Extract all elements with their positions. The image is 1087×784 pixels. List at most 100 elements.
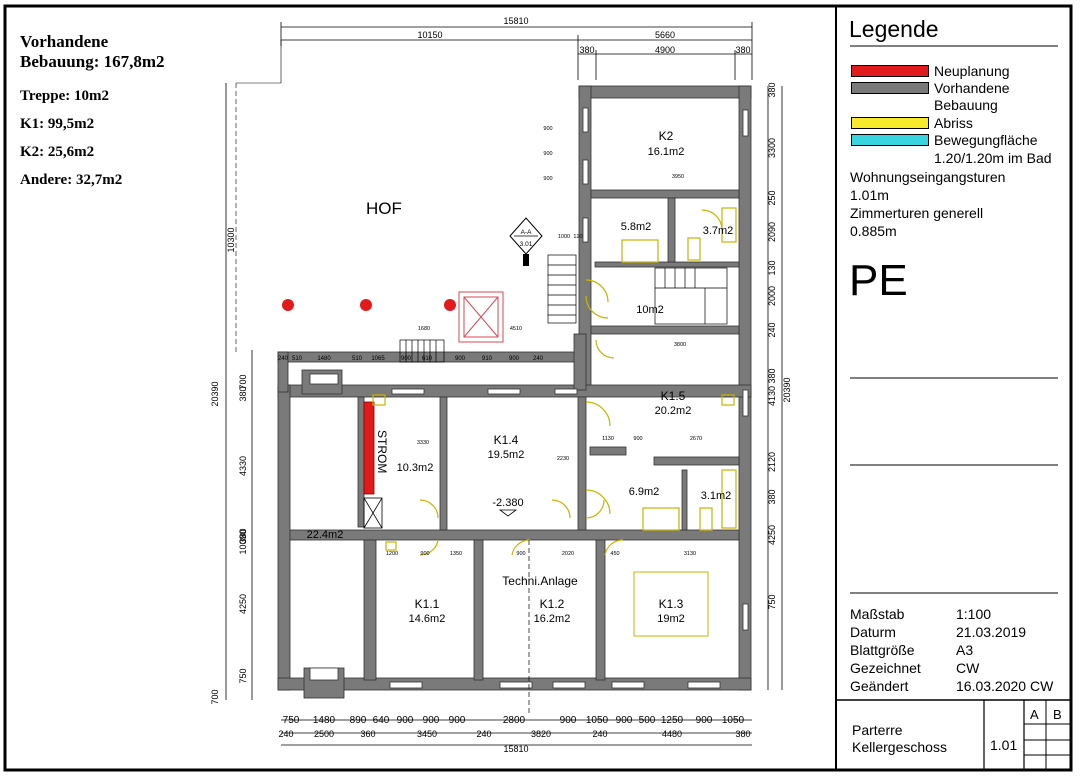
dim-left-b: 380 — [238, 528, 248, 543]
dim-misc: 1200 — [386, 551, 398, 557]
dim-courtyard: 240 — [533, 356, 544, 362]
room-treppe-area: 10m2 — [636, 304, 664, 316]
dim-top-left: 10150 — [417, 30, 442, 40]
level-label: -2.380 — [492, 497, 523, 509]
room-31-area: 3.1m2 — [701, 490, 732, 502]
room-k11-name: K1.1 — [415, 597, 440, 611]
summary-line: Andere: 32,7m2 — [20, 172, 123, 188]
dim-misc: 1350 — [450, 551, 462, 557]
existing-building-summary: Vorhandene Bebauung: 167,8m2 Treppe: 10m… — [20, 32, 220, 189]
dim-courtyard: 1065 — [371, 356, 385, 362]
dim-courtyard: 910 — [482, 356, 493, 362]
dim-bottom-1: 900 — [560, 715, 577, 726]
dim-bottom-2: 240 — [278, 729, 293, 739]
dim-right: 2000 — [767, 286, 777, 306]
dim-right: 20390 — [782, 377, 792, 402]
dim-misc: 900 — [543, 176, 552, 182]
dim-bottom-overall: 15810 — [503, 744, 528, 754]
dim-bottom-1: 1250 — [661, 715, 684, 726]
summary-title-1: Vorhandene — [20, 32, 109, 51]
dim-misc: 450 — [610, 551, 619, 557]
room-k12-area: 16.2m2 — [534, 613, 571, 625]
pe-mark: PE — [849, 256, 908, 305]
summary-line: K1: 99,5m2 — [20, 116, 95, 132]
title-line-2: Kellergeschoss — [852, 739, 947, 755]
plan-labels: HOF A-A 3.01 K2 16.1m2 5.8m2 3.7m2 10m2 … — [210, 16, 792, 754]
dim-left-b: 700 — [238, 374, 248, 389]
room-k13-area: 19m2 — [657, 613, 685, 625]
dimension-lines-top — [280, 22, 753, 80]
dim-misc: 3950 — [672, 174, 684, 180]
dim-left-b: 4330 — [238, 456, 248, 476]
room-k14-name: K1.4 — [494, 433, 519, 447]
dim-misc: 3130 — [684, 551, 696, 557]
dim-top-right: 5660 — [655, 30, 675, 40]
meta-value: CW — [956, 660, 980, 676]
summary-line: Treppe: 10m2 — [20, 88, 110, 104]
dim-bottom-1: 900 — [423, 715, 440, 726]
techni-label: Techni.Anlage — [502, 574, 578, 588]
dim-misc: 1000 — [558, 234, 570, 240]
room-k14-area: 19.5m2 — [488, 449, 525, 461]
legend-label-demolish: Abriss — [934, 115, 973, 131]
meta-key: Maßstab — [850, 606, 905, 622]
room-58-area: 5.8m2 — [621, 221, 652, 233]
dim-courtyard: 1480 — [317, 356, 331, 362]
dim-top-ra: 380 — [579, 45, 594, 55]
dim-right: 750 — [767, 594, 777, 609]
dimension-lines-bottom — [281, 719, 752, 746]
dim-bottom-1: 1480 — [313, 715, 336, 726]
meta-value: A3 — [956, 642, 974, 658]
windows — [309, 107, 749, 689]
dim-misc: 900 — [420, 551, 429, 557]
dim-misc: 2020 — [562, 551, 574, 557]
room-k2-area: 16.1m2 — [648, 146, 685, 158]
dim-bottom-2: 3820 — [531, 729, 551, 739]
dim-bottom-2: 380 — [735, 729, 750, 739]
dim-courtyard: 900 — [401, 356, 412, 362]
dim-bottom-1: 900 — [696, 715, 713, 726]
dim-left-a: 10300 — [226, 227, 236, 252]
summary-title-2: Bebauung: 167,8m2 — [20, 52, 220, 72]
dim-top-rb: 4900 — [655, 45, 675, 55]
dim-right: 4130 — [767, 386, 777, 406]
summary-line: K2: 25,6m2 — [20, 144, 95, 160]
section-marker — [509, 217, 543, 266]
drawing-number: 1.01 — [990, 737, 1018, 753]
doors — [372, 207, 737, 556]
k13-equipment — [633, 571, 709, 637]
note-line: Zimmerturen generell — [850, 205, 984, 221]
dim-left-a: 700 — [210, 689, 220, 704]
dim-left-b: 10090 — [238, 529, 248, 554]
note-line: Wohnungseingangsturen — [850, 169, 1006, 185]
room-k13-name: K1.3 — [659, 597, 684, 611]
room-69-area: 6.9m2 — [629, 486, 660, 498]
dim-right: 130 — [767, 260, 777, 275]
dim-bottom-1: 640 — [373, 715, 390, 726]
floor-plan — [225, 22, 783, 746]
dim-courtyard: 900 — [455, 356, 466, 362]
dim-top-overall: 15810 — [503, 16, 528, 26]
dim-bottom-2: 240 — [476, 729, 491, 739]
dim-bottom-1: 500 — [639, 715, 656, 726]
room-strom-area: 10.3m2 — [397, 462, 434, 474]
dim-left-b: 750 — [238, 668, 248, 683]
room-k15-area: 20.2m2 — [655, 405, 692, 417]
legend-swatch-movement — [851, 134, 929, 146]
dim-left-outer: 20390 — [210, 381, 220, 406]
legend-title: Legende — [849, 16, 939, 42]
dim-courtyard: 900 — [509, 356, 520, 362]
dim-right: 380 — [767, 82, 777, 97]
dim-misc: 3330 — [417, 440, 429, 446]
dim-misc: 4510 — [510, 326, 522, 332]
summary-total: 167,8m2 — [103, 52, 165, 71]
dim-bottom-1: 2800 — [503, 715, 526, 726]
dim-courtyard: 510 — [352, 356, 363, 362]
dim-top-rc: 380 — [735, 45, 750, 55]
dim-misc: 1130 — [602, 436, 614, 442]
legend-label-new: Neuplanung — [934, 63, 1010, 79]
